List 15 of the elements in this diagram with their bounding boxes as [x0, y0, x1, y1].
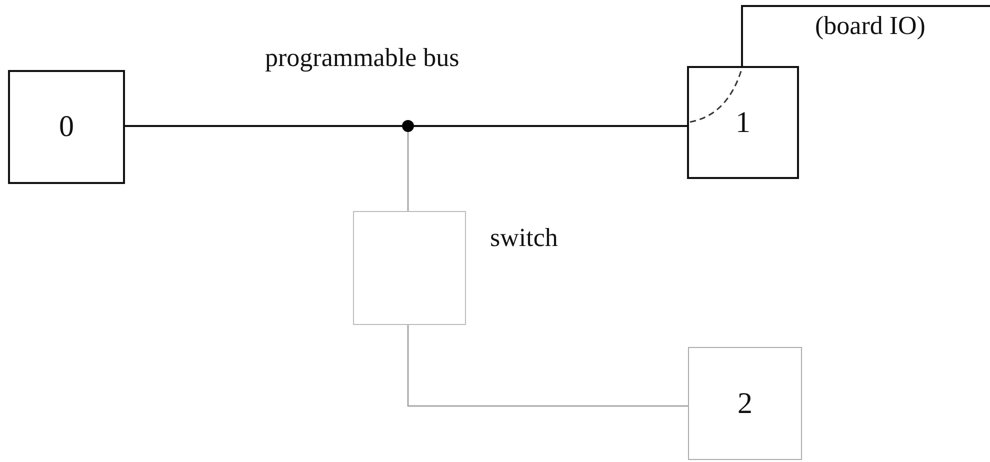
connector-line	[741, 5, 990, 66]
connector-line	[407, 325, 688, 407]
node-number: 1	[736, 106, 750, 140]
component-box	[688, 347, 802, 460]
connector-line	[125, 125, 402, 127]
node-number: 2	[738, 386, 752, 420]
node-number: 0	[59, 110, 74, 144]
bus-label: programmable bus	[265, 44, 460, 73]
component-box	[687, 66, 799, 179]
connector-line	[414, 125, 687, 127]
connector-line	[407, 132, 409, 211]
node-caption: switch	[490, 224, 558, 253]
junction-dot	[402, 120, 414, 132]
switch-box	[353, 211, 466, 325]
component-box	[8, 70, 125, 184]
